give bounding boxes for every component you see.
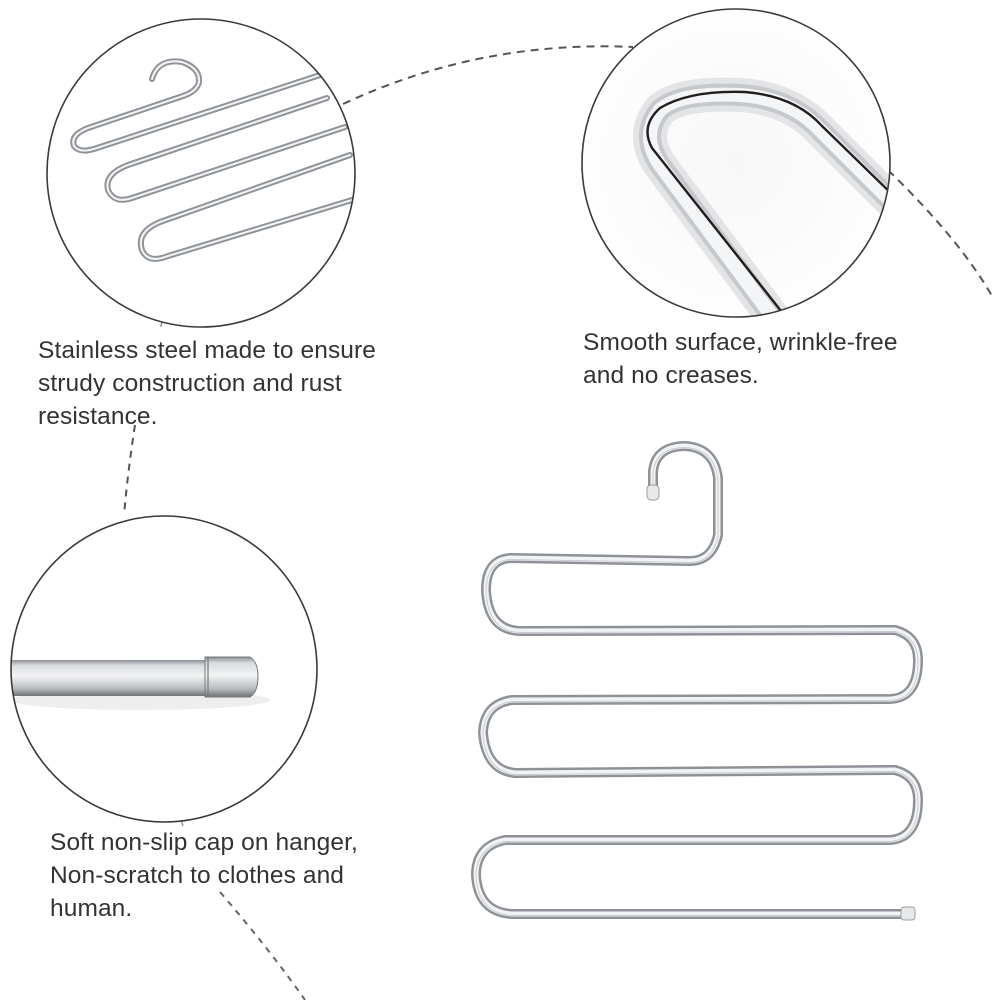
feature-caption-stainless: Stainless steel made to ensure strudy co… (38, 334, 376, 433)
caption-line: Smooth surface, wrinkle-free (583, 329, 898, 356)
caption-line: Non-scratch to clothes and (50, 862, 345, 889)
caption-line: Soft non-slip cap on hanger, (50, 829, 358, 856)
hook-cap-icon (646, 484, 660, 501)
feature-caption-cap: Soft non-slip cap on hanger, Non-scratch… (50, 826, 358, 925)
caption-line: Stainless steel made to ensure (38, 337, 377, 364)
caption-line: human. (50, 895, 133, 922)
feature-caption-smooth: Smooth surface, wrinkle-free and no crea… (583, 326, 898, 392)
caption-line: resistance. (38, 403, 158, 430)
caption-line: and no creases. (583, 362, 759, 389)
caption-line: strudy construction and rust (38, 370, 342, 397)
